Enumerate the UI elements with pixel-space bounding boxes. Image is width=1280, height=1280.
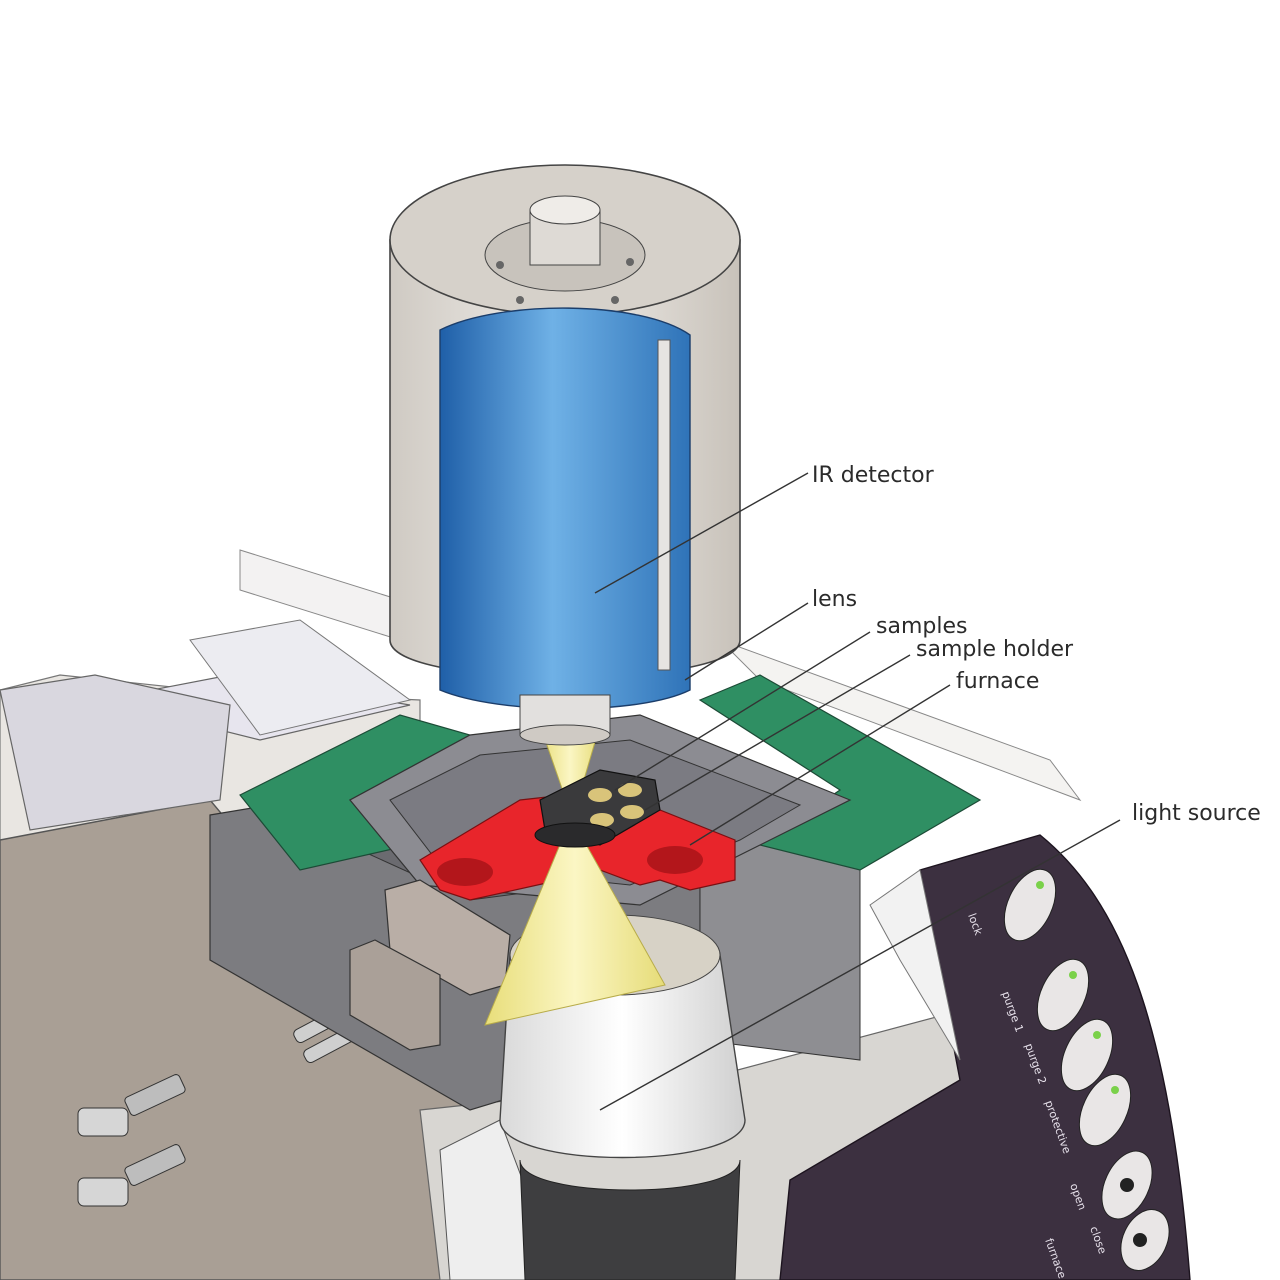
sample-dish-icon	[588, 788, 612, 802]
status-led-icon	[1093, 1031, 1101, 1039]
close-icon	[1133, 1233, 1147, 1247]
ir-detector	[389, 164, 741, 746]
callout-labels: IR detector lens samples sample holder f…	[812, 463, 1261, 826]
circuit-board-right	[698, 674, 982, 871]
label-lens: lens	[812, 587, 857, 612]
status-led-icon	[1036, 881, 1044, 889]
label-light-source: light source	[1132, 801, 1261, 826]
label-sample-holder: sample holder	[916, 637, 1074, 662]
label-furnace: furnace	[956, 669, 1039, 694]
status-led-icon	[1069, 971, 1077, 979]
label-samples: samples	[876, 614, 967, 639]
open-icon	[1120, 1178, 1134, 1192]
callout-leaders	[594, 472, 1121, 1111]
sample-dish-icon	[618, 783, 642, 797]
label-ir-detector: IR detector	[812, 463, 935, 488]
sample-dish-icon	[620, 805, 644, 819]
sample-dish-icon	[590, 813, 614, 827]
status-led-icon	[1111, 1086, 1119, 1094]
sample-holder	[534, 769, 661, 848]
detector-core	[439, 307, 691, 710]
control-panel: lock purge 1 purge 2 protective open clo…	[779, 834, 1191, 1280]
